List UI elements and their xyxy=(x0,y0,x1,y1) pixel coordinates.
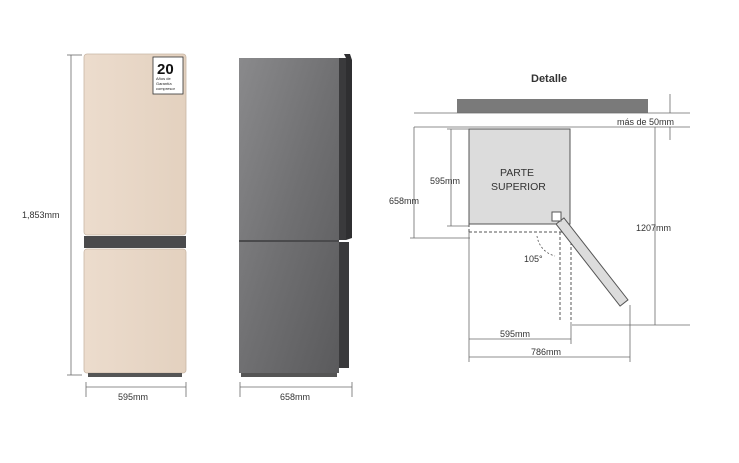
bottom-width-label: 595mm xyxy=(500,329,530,339)
total-depth-label: 658mm xyxy=(389,196,419,206)
detail-title: Detalle xyxy=(531,73,567,85)
warranty-badge-line2: Garantía xyxy=(156,81,172,86)
top-view: Detalle más de 50mm PARTE SUPERIOR 105° … xyxy=(389,73,690,362)
warranty-badge-line3: compresor xyxy=(156,86,176,91)
wall-bar xyxy=(457,99,648,113)
side-bottom-door-profile xyxy=(339,242,349,368)
open-width-label: 786mm xyxy=(531,347,561,357)
warranty-badge: 20 Años de Garantía compresor xyxy=(152,56,184,95)
front-height-label: 1,853mm xyxy=(22,210,60,220)
clearance-label: más de 50mm xyxy=(617,117,674,127)
side-view: 658mm xyxy=(239,54,353,402)
top-depth-label: 595mm xyxy=(430,176,460,186)
front-width-label: 595mm xyxy=(118,392,148,402)
door-depth-label: 1207mm xyxy=(636,223,671,233)
fridge-divider xyxy=(84,236,186,248)
side-feet xyxy=(241,373,337,377)
top-label-line1: PARTE xyxy=(500,167,534,179)
fridge-feet xyxy=(88,373,182,377)
side-depth-label: 658mm xyxy=(280,392,310,402)
fridge-top-view xyxy=(468,128,571,225)
angle-arc xyxy=(536,235,556,257)
side-body xyxy=(239,58,339,373)
front-view: 1,853mm 20 Años de Garantía compresor 59… xyxy=(22,53,187,402)
fridge-top-door xyxy=(83,53,187,236)
angle-label: 105° xyxy=(524,254,543,264)
side-top-door-profile xyxy=(339,58,346,240)
top-label-line2: SUPERIOR xyxy=(491,181,546,193)
fridge-bottom-door xyxy=(83,248,187,374)
warranty-badge-line1: Años de xyxy=(156,76,171,81)
open-door xyxy=(555,217,629,307)
warranty-badge-number: 20 xyxy=(157,61,174,78)
